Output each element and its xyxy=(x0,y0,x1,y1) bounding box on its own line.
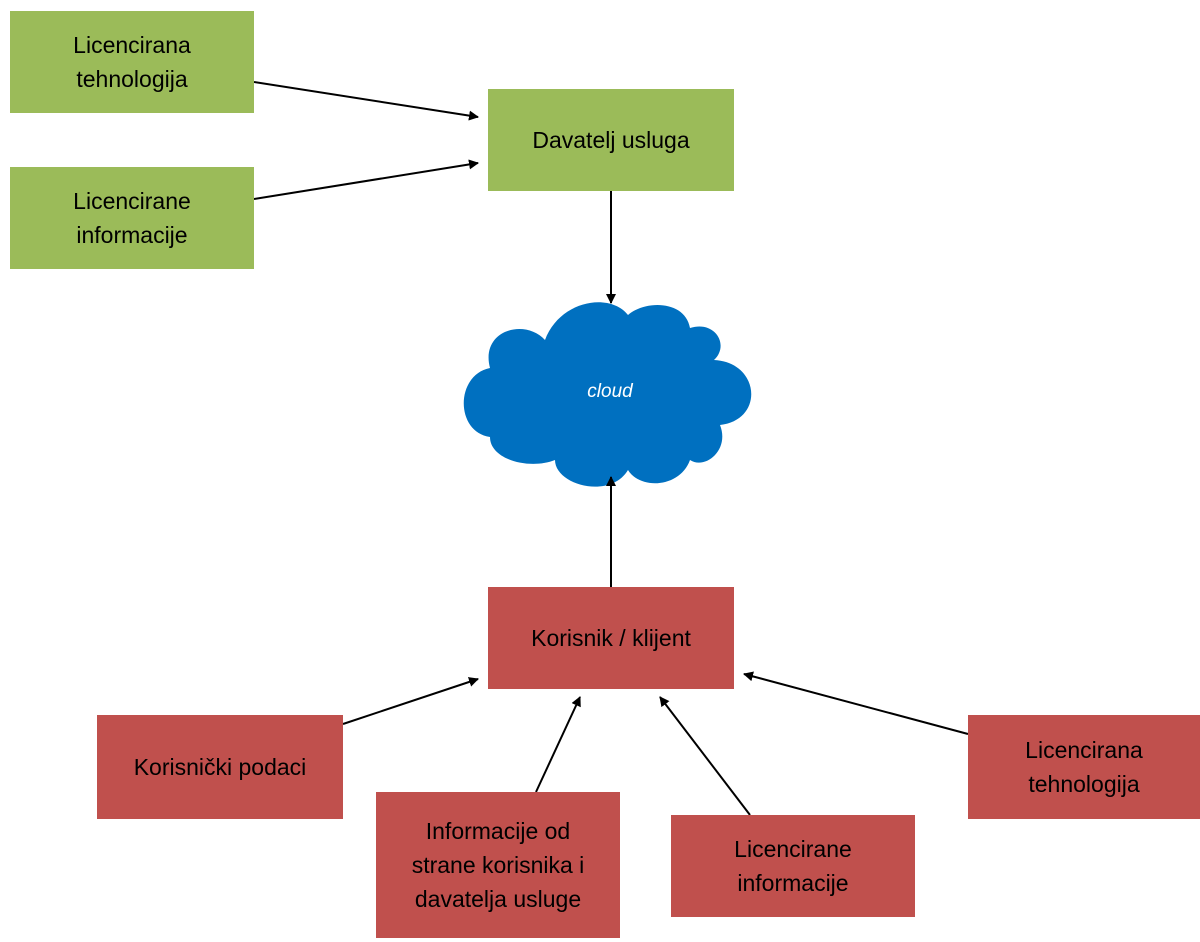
node-label: Licencirane informacije xyxy=(734,836,852,896)
node-label: Korisnik / klijent xyxy=(531,625,691,651)
node-label: Licencirane informacije xyxy=(73,188,191,248)
node-korisnik-klijent: Korisnik / klijent xyxy=(488,587,734,689)
node-label: Korisnički podaci xyxy=(133,754,307,780)
node-licencirana-tehnologija-top: Licencirana tehnologija xyxy=(10,11,254,113)
edge-li-bottom-to-korisnik xyxy=(659,696,751,816)
node-label: Davatelj usluga xyxy=(532,127,690,153)
edge-informacije-to-korisnik xyxy=(535,696,581,793)
node-licencirana-tehnologija-bottom: Licencirana tehnologija xyxy=(968,715,1200,819)
edge-lt-bottom-to-korisnik xyxy=(743,671,969,735)
edge-lt-top-to-davatelj xyxy=(253,81,479,121)
node-label: Informacije od strane korisnika i davate… xyxy=(411,818,585,912)
node-davatelj-usluga: Davatelj usluga xyxy=(488,89,734,191)
edge-li-top-to-davatelj xyxy=(253,159,479,200)
node-informacije-od-strane: Informacije od strane korisnika i davate… xyxy=(376,792,620,938)
node-label: Licencirana tehnologija xyxy=(1025,737,1143,797)
node-licencirane-informacije-top: Licencirane informacije xyxy=(10,167,254,269)
cloud-shape xyxy=(463,302,752,487)
cloud-label: cloud xyxy=(587,381,633,402)
node-label: Licencirana tehnologija xyxy=(73,32,191,92)
node-korisnicki-podaci: Korisnički podaci xyxy=(97,715,343,819)
node-licencirane-informacije-bottom: Licencirane informacije xyxy=(671,815,915,917)
edge-korisnicki-podaci-to-korisnik xyxy=(342,677,479,725)
